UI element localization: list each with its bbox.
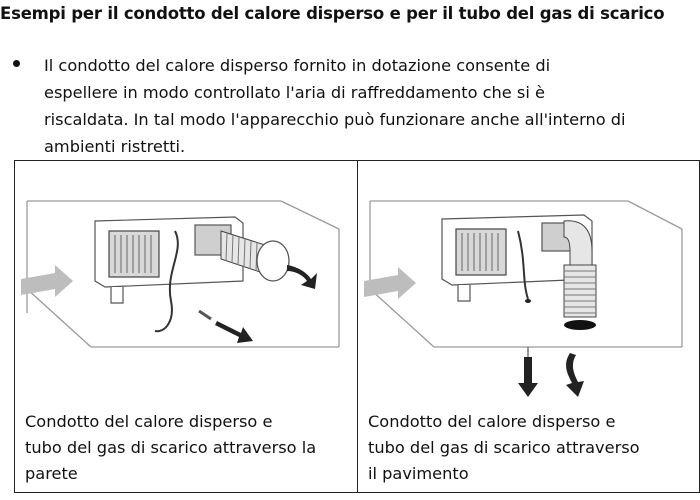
caption-line: Condotto del calore disperso e	[368, 412, 616, 431]
illustration-wall-exhaust	[21, 200, 340, 348]
figure-table: Condotto del calore disperso e tubo del …	[14, 160, 700, 493]
figure-caption: Condotto del calore disperso e tubo del …	[25, 409, 350, 487]
caption-line: Condotto del calore disperso e	[25, 412, 273, 431]
illustration-floor-exhaust	[364, 200, 683, 397]
bullet-point	[13, 60, 20, 67]
page-title: Esempi per il condotto del calore disper…	[0, 4, 665, 23]
caption-line: tubo del gas di scarico attraverso	[368, 438, 640, 457]
bullet-line: Il condotto del calore disperso fornito …	[44, 56, 551, 75]
figure-caption: Condotto del calore disperso e tubo del …	[368, 409, 693, 487]
caption-line: parete	[25, 464, 78, 483]
bullet-line: riscaldata. In tal modo l'apparecchio pu…	[44, 110, 626, 129]
bullet-text: Il condotto del calore disperso fornito …	[44, 52, 694, 160]
figure-floor: Condotto del calore disperso e tubo del …	[357, 161, 699, 492]
bullet-line: espellere in modo controllato l'aria di …	[44, 83, 545, 102]
bullet-line: ambienti ristretti.	[44, 137, 186, 156]
figure-wall: Condotto del calore disperso e tubo del …	[15, 161, 357, 492]
caption-line: tubo del gas di scarico attraverso la	[25, 438, 317, 457]
caption-line: il pavimento	[368, 464, 469, 483]
